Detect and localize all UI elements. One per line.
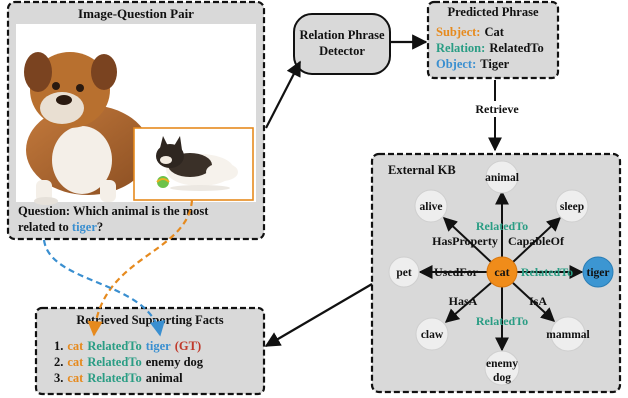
- relation-row: Relation: RelatedTo: [436, 41, 544, 55]
- retrieve-label: Retrieve: [475, 102, 519, 116]
- kitten-photo: [133, 127, 254, 201]
- edge-alive: [442, 217, 492, 263]
- detector-line-2: Detector: [319, 44, 365, 58]
- question-keyword: tiger: [72, 220, 97, 234]
- relation-value: RelatedTo: [489, 41, 543, 55]
- kb-node-cat: cat: [486, 256, 518, 288]
- edge-label-has-a: HasA: [449, 294, 478, 308]
- kb-node-pet: pet: [388, 256, 420, 288]
- edge-mammal: [512, 282, 556, 322]
- svg-text:tiger: tiger: [587, 267, 610, 279]
- detector-line-1: Relation Phrase: [299, 28, 385, 42]
- gt-marker: (GT): [175, 339, 201, 353]
- external-kb-panel: External KB RelatedTo HasProperty Capabl…: [370, 152, 622, 394]
- edge-claw: [444, 282, 492, 323]
- edge-label-related-right: RelatedTo: [521, 265, 573, 279]
- dashed-arrow-blue: [42, 239, 166, 337]
- question-line-2: related to tiger?: [18, 220, 103, 234]
- kb-node-animal: animal: [485, 160, 519, 194]
- edge-label-has-property: HasProperty: [432, 234, 498, 248]
- svg-text:dog: dog: [493, 372, 511, 384]
- edge-label-is-a: IsA: [529, 294, 547, 308]
- edge-sleep: [512, 217, 562, 263]
- edge-label-related-bottom: RelatedTo: [476, 314, 528, 328]
- question-line-1: Question: Which animal is the most: [18, 204, 209, 218]
- arrow-kb-to-facts: [264, 283, 373, 347]
- subject-label: Subject:: [436, 25, 480, 39]
- object-label: Object:: [436, 57, 476, 71]
- edge-label-related-top: RelatedTo: [476, 219, 528, 233]
- svg-text:sleep: sleep: [560, 201, 584, 213]
- svg-text:cat: cat: [494, 265, 509, 279]
- svg-text:enemy: enemy: [486, 358, 518, 370]
- predicted-phrase-title: Predicted Phrase: [447, 5, 539, 19]
- svg-text:alive: alive: [420, 201, 443, 213]
- svg-text:claw: claw: [421, 329, 444, 341]
- edge-label-used-for: UsedFor: [434, 265, 479, 279]
- photo-area: [16, 24, 256, 205]
- svg-text:animal: animal: [485, 172, 519, 184]
- kb-node-alive: alive: [414, 189, 448, 223]
- bulldog-photo: [24, 52, 150, 205]
- edge-label-capable-of: CapableOf: [508, 234, 565, 248]
- image-question-panel: Image-Question Pair: [6, 0, 266, 241]
- subject-value: Cat: [484, 25, 504, 39]
- kb-edges: [418, 190, 584, 352]
- object-value: Tiger: [480, 57, 509, 71]
- relation-label: Relation:: [436, 41, 485, 55]
- kb-node-enemy-dog: enemy dog: [484, 350, 520, 386]
- kb-node-sleep: sleep: [555, 189, 589, 223]
- kb-node-tiger: tiger: [582, 256, 614, 288]
- relation-phrase-detector: Relation Phrase Detector: [293, 13, 391, 75]
- svg-text:pet: pet: [396, 267, 412, 279]
- arrow-image-to-detector: [265, 60, 301, 129]
- image-question-title: Image-Question Pair: [78, 6, 194, 21]
- object-row: Object: Tiger: [436, 57, 510, 71]
- external-kb-title: External KB: [388, 163, 456, 177]
- svg-text:mammal: mammal: [546, 329, 589, 341]
- predicted-phrase-panel: Predicted Phrase Subject:Cat Relation:Re…: [426, 0, 560, 80]
- subject-row: Subject: Cat: [436, 25, 505, 39]
- kb-node-mammal: mammal: [546, 316, 590, 352]
- kb-node-claw: claw: [415, 317, 449, 351]
